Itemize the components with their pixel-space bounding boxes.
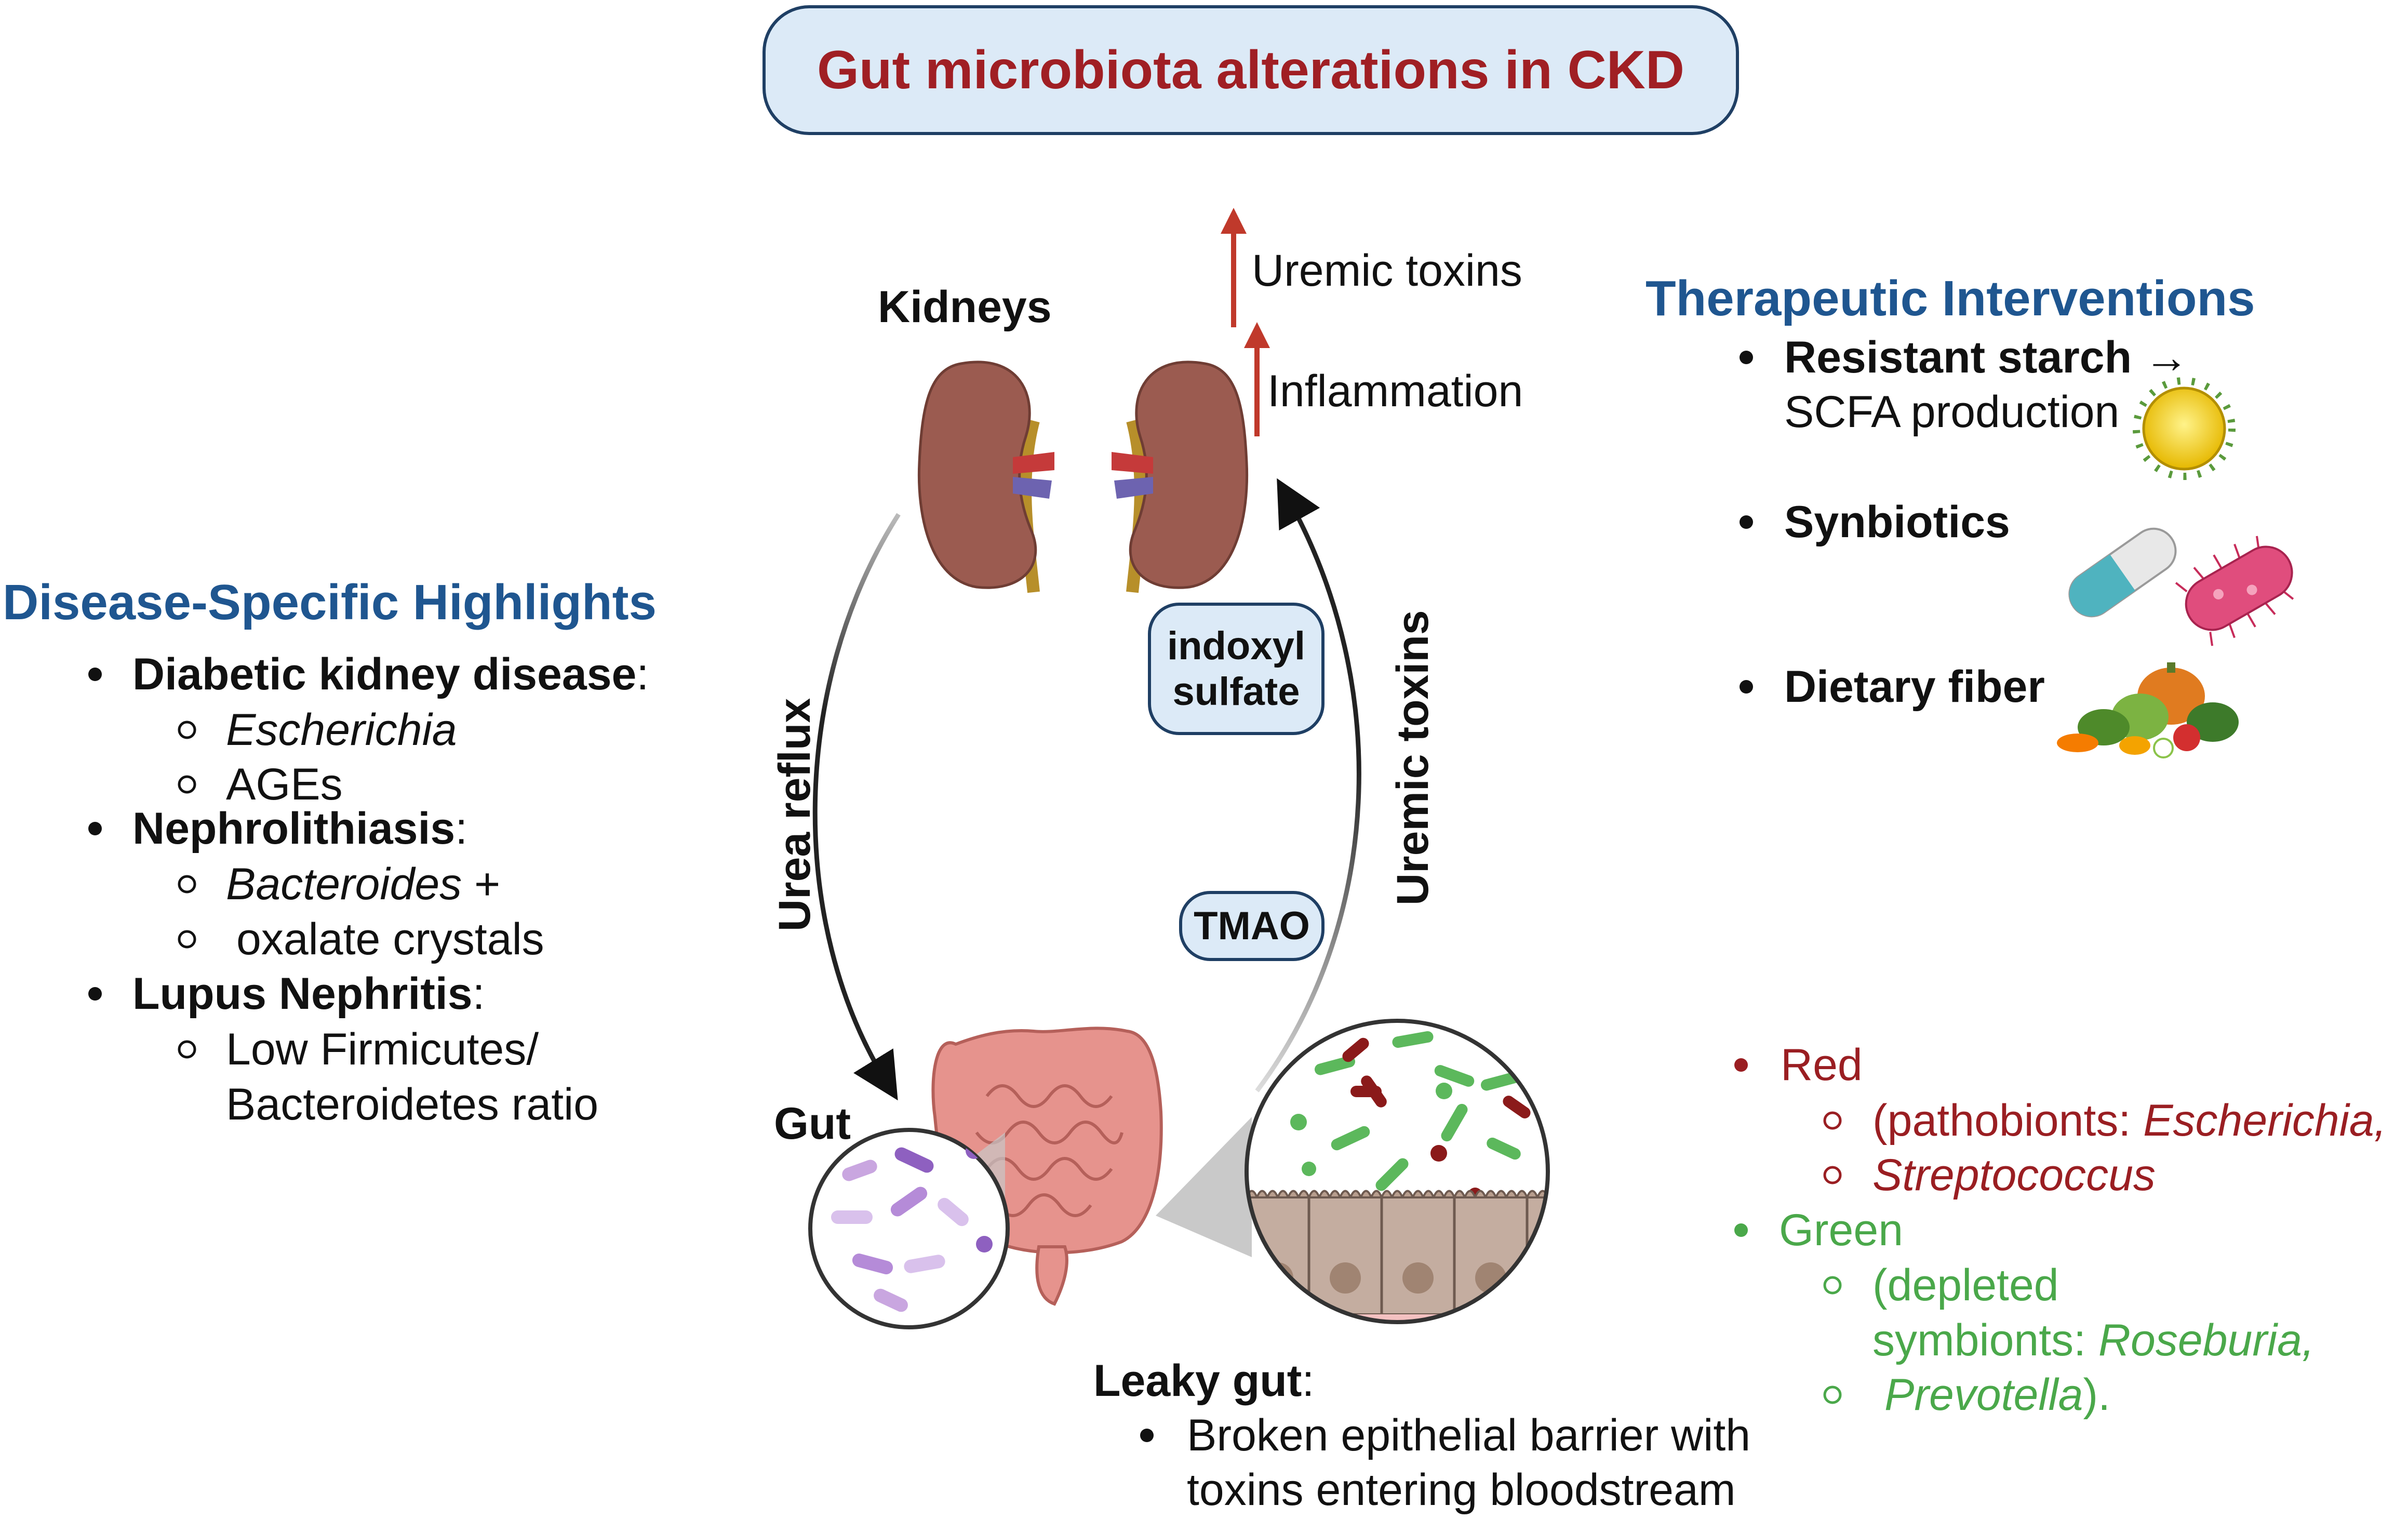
- therapeutic-heading: Therapeutic Interventions: [1646, 271, 2255, 326]
- symbionts-text: symbionts:: [1872, 1315, 2098, 1365]
- uremic-toxins-increase-label: Uremic toxins: [1252, 246, 1522, 296]
- lupus-sub-line-2: Bacteroidetes ratio: [226, 1080, 599, 1129]
- leaky-gut-heading: Leaky gut: [1093, 1356, 1302, 1406]
- roseburia-text: Roseburia,: [2098, 1315, 2315, 1365]
- bacteria-magnifier-icon: [808, 1128, 1010, 1329]
- urea-reflux-label: Urea reflux: [770, 698, 820, 931]
- starch-granule-icon: [2133, 377, 2236, 480]
- tmao-badge: TMAO: [1179, 891, 1325, 961]
- increase-arrow-uremic-icon: [1221, 208, 1247, 327]
- dkd-colon: :: [636, 649, 649, 699]
- resistant-starch-item: Resistant starch →: [1784, 332, 2189, 382]
- legend-red-label: Red: [1781, 1040, 1863, 1090]
- gut-label: Gut: [774, 1099, 851, 1149]
- left-bullets: [88, 668, 196, 1059]
- diagram-title: Gut microbiota alterations in CKD: [817, 39, 1684, 100]
- legend-bullets: [1734, 1058, 1842, 1404]
- lupus-label: Lupus Nephritis: [132, 969, 473, 1019]
- lupus-item: Lupus Nephritis:: [132, 971, 485, 1016]
- dietary-fiber-item: Dietary fiber: [1784, 662, 2045, 712]
- legend-red-sub-2: Streptococcus: [1872, 1150, 2156, 1200]
- lupus-colon: :: [472, 969, 485, 1019]
- nephrolithiasis-colon: :: [455, 804, 468, 854]
- title-box: Gut microbiota alterations in CKD: [762, 5, 1739, 135]
- inflammation-increase-label: Inflammation: [1267, 366, 1523, 416]
- plus-text: +: [462, 859, 501, 909]
- increase-arrow-inflammation-icon: [1244, 322, 1270, 436]
- legend-green-label: Green: [1779, 1205, 1904, 1255]
- dkd-sub-escherichia: Escherichia: [226, 705, 457, 755]
- kidneys-icon: [917, 361, 1249, 593]
- dkd-item: Diabetic kidney disease:: [132, 652, 649, 697]
- probiotic-bacterium-icon: [2175, 536, 2294, 646]
- legend-green-sub-1: (depleted: [1872, 1260, 2059, 1310]
- leaky-gut-title: Leaky gut:: [1093, 1358, 1314, 1403]
- leaky-gut-line-2: toxins entering bloodstream: [1187, 1465, 1736, 1515]
- vegetables-icon: [2057, 662, 2239, 758]
- bacteroides-text: Bacteroides: [226, 859, 462, 909]
- dkd-sub-ages: AGEs: [226, 760, 343, 809]
- pathobionts-text: (pathobionts:: [1872, 1096, 2144, 1145]
- scfa-production-text: SCFA production: [1784, 387, 2120, 437]
- synbiotics-item: Synbiotics: [1784, 497, 2010, 547]
- uremic-toxins-arrow: [1255, 478, 1361, 1092]
- kidneys-label: Kidneys: [878, 282, 1052, 332]
- prevotella-text: Prevotella: [1884, 1370, 2083, 1420]
- lupus-sub-line-1: Low Firmicutes/: [226, 1024, 539, 1074]
- disease-highlights-heading: Disease-Specific Highlights: [3, 575, 657, 630]
- dkd-label: Diabetic kidney disease: [132, 649, 637, 699]
- epithelium-magnifier-icon: [1156, 1019, 1550, 1324]
- legend-green-sub-2: symbionts: Roseburia,: [1872, 1318, 2315, 1363]
- escherichia-text: Escherichia,: [2143, 1096, 2387, 1145]
- urea-reflux-arrow: [812, 513, 901, 1101]
- nephrolithiasis-label: Nephrolithiasis: [132, 804, 456, 854]
- nephrolithiasis-item: Nephrolithiasis:: [132, 806, 467, 851]
- legend-red-sub-1: (pathobionts: Escherichia,: [1872, 1098, 2387, 1143]
- leaky-bullet: [1140, 1429, 1154, 1442]
- sulfate-line: sulfate: [1172, 669, 1300, 714]
- indoxyl-sulfate-badge: indoxyl sulfate: [1148, 603, 1325, 735]
- prevotella-tail: ).: [2083, 1370, 2110, 1420]
- capsule-icon: [2068, 527, 2177, 618]
- legend-green-sub-3: Prevotella).: [1884, 1373, 2110, 1417]
- neph-sub-oxalate: oxalate crystals: [236, 914, 544, 964]
- tmao-label: TMAO: [1194, 903, 1310, 948]
- neph-sub-bacteroides: Bacteroides +: [226, 862, 500, 907]
- right-bullets: [1740, 351, 1753, 694]
- leaky-gut-colon: :: [1302, 1356, 1315, 1406]
- uremic-toxins-label: Uremic toxins: [1388, 610, 1438, 905]
- leaky-gut-line-1: Broken epithelial barrier with: [1187, 1410, 1751, 1460]
- indoxyl-line: indoxyl: [1167, 624, 1306, 669]
